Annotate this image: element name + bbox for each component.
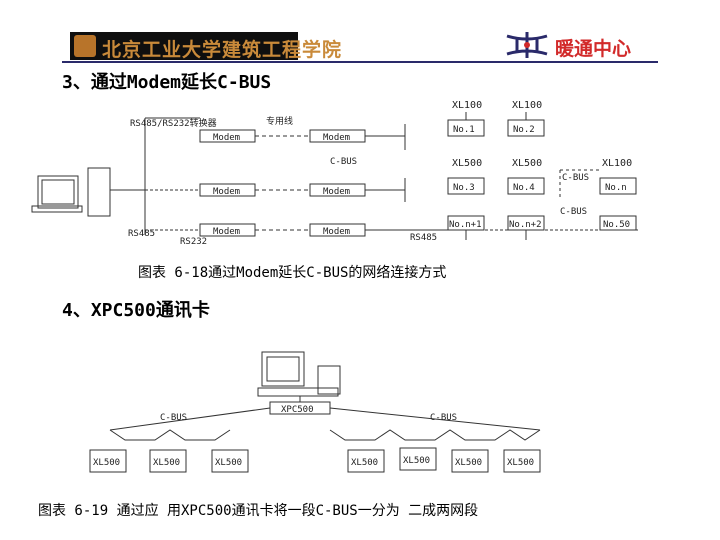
node-number: No.3	[453, 183, 475, 193]
rs485-left-label: RS485	[128, 229, 155, 239]
university-seal-icon	[74, 35, 96, 57]
controller-label: XL500	[455, 458, 482, 468]
converter-label: RS485/RS232转换器	[130, 117, 217, 129]
modem-label: Modem	[323, 227, 350, 237]
modem-label: Modem	[323, 133, 350, 143]
modem-label: Modem	[213, 227, 240, 237]
node-number: No.50	[603, 220, 630, 230]
figure-6-19-caption: 图表 6-19 通过应 用XPC500通讯卡将一段C-BUS一分为 二成两网段	[38, 503, 479, 519]
rs485-right-label: RS485	[410, 233, 437, 243]
cbus-low-label: C-BUS	[560, 207, 587, 217]
section3-heading: 3、通过Modem延长C-BUS	[62, 72, 272, 93]
university-banner: 北京工业大学建筑工程学院	[70, 32, 341, 61]
node-number: No.2	[513, 125, 535, 135]
cbus-mid-label: C-BUS	[562, 173, 589, 183]
line-label: 专用线	[266, 115, 293, 127]
modem-label: Modem	[213, 187, 240, 197]
node-number: No.n	[605, 183, 627, 193]
node-number: No.4	[513, 183, 535, 193]
controller-label: XL100	[452, 100, 482, 111]
controller-label: XL500	[93, 458, 120, 468]
controller-label: XL500	[351, 458, 378, 468]
rs232-label: RS232	[180, 237, 207, 247]
bus-left-label: C-BUS	[160, 413, 187, 423]
modem-label: Modem	[323, 187, 350, 197]
bus-right-label: C-BUS	[430, 413, 457, 423]
controller-label: XL500	[153, 458, 180, 468]
pc-icon	[257, 351, 341, 397]
section4-heading: 4、XPC500通讯卡	[62, 300, 210, 321]
hvac-center-logo-icon	[506, 32, 548, 58]
node-number: No.1	[453, 125, 475, 135]
banner-text: 北京工业大学建筑工程学院	[102, 39, 343, 61]
controller-label: XL500	[215, 458, 242, 468]
hvac-center-logo-text: 暖通中心	[555, 38, 632, 60]
controller-label: XL100	[602, 158, 632, 169]
controller-label: XL500	[507, 458, 534, 468]
figure-6-18-caption: 图表 6-18通过Modem延长C-BUS的网络连接方式	[138, 265, 447, 281]
pc-icon	[31, 167, 111, 217]
controller-label: XL100	[512, 100, 542, 111]
cbus-label: C-BUS	[330, 157, 357, 167]
controller-label: XL500	[452, 158, 482, 169]
controller-label: XL500	[403, 456, 430, 466]
header-divider	[62, 61, 658, 63]
controller-label: XL500	[512, 158, 542, 169]
modem-label: Modem	[213, 133, 240, 143]
node-number: No.n+1	[449, 220, 482, 230]
card-label: XPC500	[281, 405, 314, 415]
node-number: No.n+2	[509, 220, 542, 230]
